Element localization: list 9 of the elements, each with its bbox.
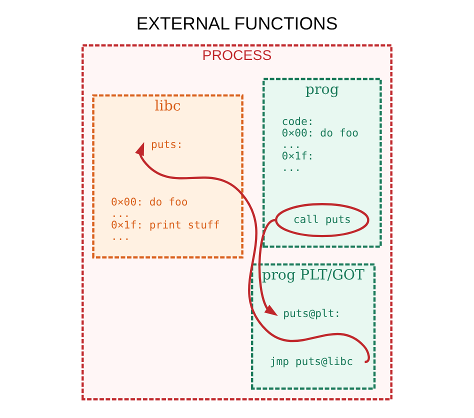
diagram-title: EXTERNAL FUNCTIONS: [136, 13, 338, 34]
node-text: puts@plt:: [283, 306, 341, 320]
arrow: [135, 142, 370, 364]
node-ellipse: call puts: [275, 203, 370, 238]
node-text: 0×00: do foo ... 0×1f: print stuff ...: [111, 196, 220, 244]
node-text: jmp puts@libc: [270, 354, 353, 368]
arrow: [258, 219, 278, 316]
node-text: puts:: [150, 138, 183, 151]
node-text: code: 0×00: do foo ... 0×1f: ...: [282, 114, 359, 174]
